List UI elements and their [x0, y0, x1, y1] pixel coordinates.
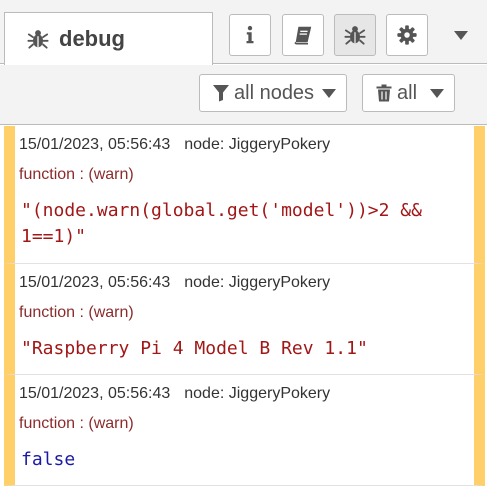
- tab-debug-label: debug: [59, 26, 125, 51]
- sidebar-menu-button[interactable]: [448, 22, 474, 48]
- caret-down-icon: [322, 89, 336, 98]
- bug-icon: [27, 30, 49, 49]
- gear-icon: [397, 25, 417, 45]
- message-payload[interactable]: "(node.warn(global.get('model'))>2 && 1=…: [21, 200, 422, 247]
- message-timestamp: 15/01/2023, 05:56:43: [19, 136, 171, 153]
- message-meta: 15/01/2023, 05:56:43 node: JiggeryPokery: [19, 136, 466, 158]
- message-topic: function : (warn): [19, 304, 134, 321]
- filter-nodes-button[interactable]: all nodes: [199, 74, 347, 112]
- message-topic: function : (warn): [19, 415, 134, 432]
- message-timestamp: 15/01/2023, 05:56:43: [19, 274, 171, 291]
- message-meta: 15/01/2023, 05:56:43 node: JiggeryPokery: [19, 385, 466, 407]
- trash-icon: [376, 84, 392, 102]
- caret-down-icon: [454, 30, 468, 40]
- help-button[interactable]: [282, 14, 324, 56]
- filter-icon: [213, 85, 229, 102]
- clear-messages-button[interactable]: all: [362, 74, 455, 112]
- filter-nodes-label: all nodes: [234, 81, 315, 104]
- info-icon: [246, 25, 254, 44]
- message-node-link[interactable]: node: JiggeryPokery: [184, 274, 331, 291]
- message-payload[interactable]: "Raspberry Pi 4 Model B Rev 1.1": [21, 338, 368, 359]
- message-topic: function : (warn): [19, 166, 134, 183]
- info-button[interactable]: [229, 14, 271, 56]
- caret-down-icon: [430, 89, 444, 98]
- message-meta: 15/01/2023, 05:56:43 node: JiggeryPokery: [19, 274, 466, 296]
- book-icon: [294, 26, 312, 45]
- sidebar-tab-bar: debug: [0, 0, 487, 65]
- settings-button[interactable]: [386, 14, 428, 56]
- message-timestamp: 15/01/2023, 05:56:43: [19, 385, 171, 402]
- bug-icon: [344, 26, 366, 45]
- debug-toolbar: all nodes all: [0, 65, 487, 125]
- message-node-link[interactable]: node: JiggeryPokery: [184, 136, 331, 153]
- debug-button[interactable]: [334, 14, 376, 56]
- tab-debug[interactable]: debug: [4, 12, 213, 65]
- clear-all-label: all: [397, 81, 418, 104]
- message-payload[interactable]: false: [21, 449, 76, 470]
- message-node-link[interactable]: node: JiggeryPokery: [184, 385, 331, 402]
